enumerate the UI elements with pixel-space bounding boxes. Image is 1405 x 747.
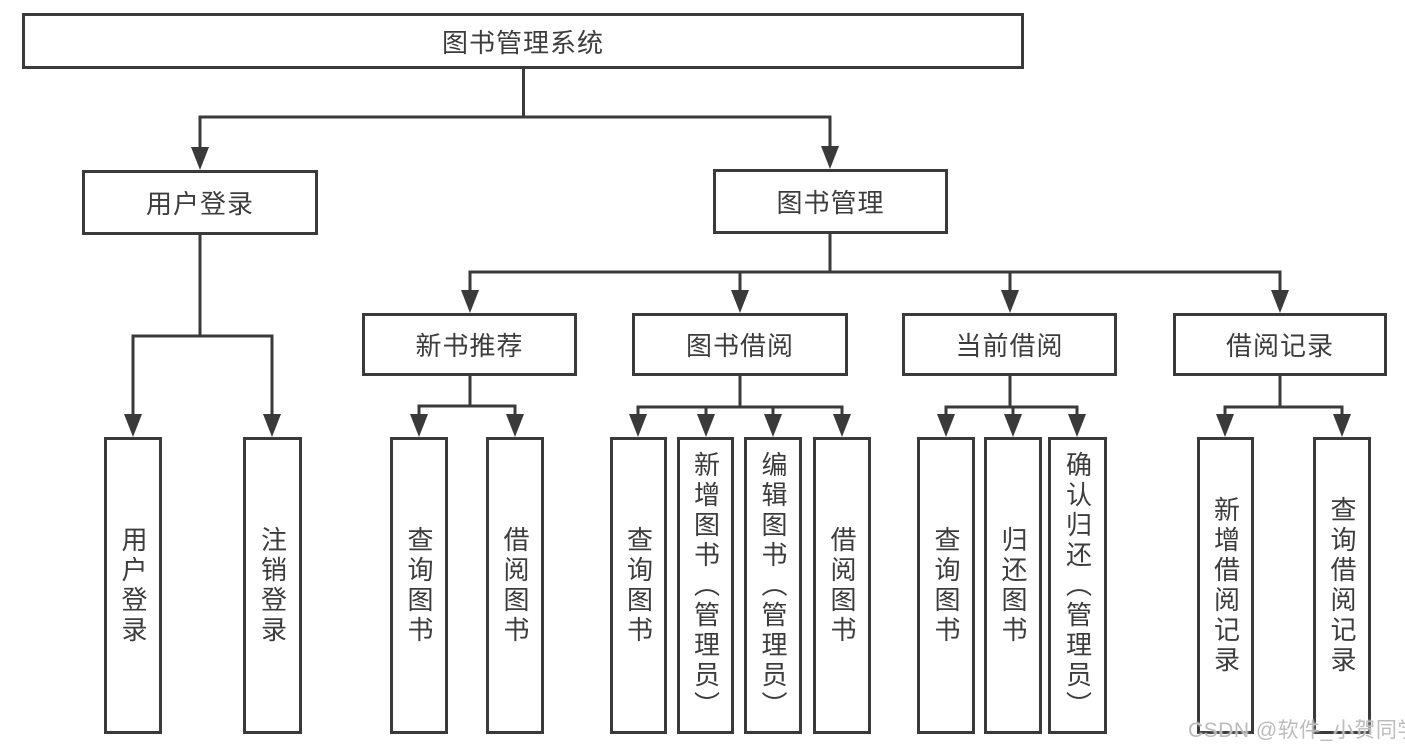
leaf-logout-login: 注销登录 [243,437,302,734]
arrowhead-icon [410,414,428,437]
arrowhead-icon [821,146,839,169]
node-root: 图书管理系统 [22,13,1024,69]
leaf-record-query: 查询借阅记录 [1313,437,1371,734]
leaf-current-query-book: 查询图书 [917,437,975,734]
node-label: 借阅图书 [827,525,857,646]
node-label: 借阅记录 [1225,331,1334,361]
node-borrow-record: 借阅记录 [1173,313,1387,376]
arrowhead-icon [1068,414,1086,437]
node-label: 查询图书 [931,525,961,646]
leaf-borrow-query-book: 查询图书 [610,437,667,734]
node-label: 用户登录 [145,189,254,219]
node-label: 查询图书 [404,525,434,646]
watermark: CSDN @软件_小贺同学 [1188,719,1405,742]
arrowhead-icon [833,414,851,437]
node-label: 新增图书（管理员） [690,450,721,721]
node-label: 查询图书 [623,525,654,646]
node-label: 确认归还（管理员） [1062,450,1093,721]
leaf-user-login: 用户登录 [104,437,162,734]
arrowhead-icon [1004,414,1022,437]
leaf-record-add: 新增借阅记录 [1197,437,1254,734]
node-label: 编辑图书（管理员） [758,450,788,721]
leaf-borrow-borrow-book: 借阅图书 [813,437,871,734]
node-label: 图书管理系统 [441,27,604,58]
leaf-borrow-edit-book-admin: 编辑图书（管理员） [744,437,802,734]
arrowhead-icon [506,414,524,437]
arrowhead-icon [191,147,209,170]
leaf-newrec-borrow-book: 借阅图书 [486,437,544,734]
arrowhead-icon [461,290,479,313]
arrowhead-icon [1333,414,1351,437]
node-label: 用户登录 [118,525,148,646]
arrowhead-icon [124,414,142,437]
node-label: 新书推荐 [415,331,524,361]
arrowhead-icon [937,414,955,437]
arrowhead-icon [263,414,281,437]
arrowhead-icon [1271,290,1289,313]
node-label: 图书管理 [776,188,885,218]
arrowhead-icon [629,414,647,437]
node-current-borrow: 当前借阅 [902,313,1117,376]
node-label: 注销登录 [257,525,288,646]
node-label: 归还图书 [998,525,1028,646]
leaf-current-confirm-return-admin: 确认归还（管理员） [1048,437,1107,734]
node-user-login: 用户登录 [82,170,318,235]
node-label: 当前借阅 [955,331,1064,361]
node-label: 借阅图书 [500,525,530,646]
leaf-current-return-book: 归还图书 [984,437,1042,734]
arrowhead-icon [1216,414,1234,437]
arrowhead-icon [697,414,715,437]
node-book-management: 图书管理 [713,169,948,234]
node-label: 图书借阅 [685,331,794,361]
node-new-book-recommend: 新书推荐 [362,313,577,376]
arrowhead-icon [764,414,782,437]
node-label: 新增借阅记录 [1210,495,1241,676]
leaf-newrec-query-book: 查询图书 [390,437,448,734]
leaf-borrow-add-book-admin: 新增图书（管理员） [677,437,734,734]
node-label: 查询借阅记录 [1327,495,1357,676]
arrowhead-icon [1001,290,1019,313]
arrowhead-icon [731,290,749,313]
node-book-borrow: 图书借阅 [632,313,848,376]
